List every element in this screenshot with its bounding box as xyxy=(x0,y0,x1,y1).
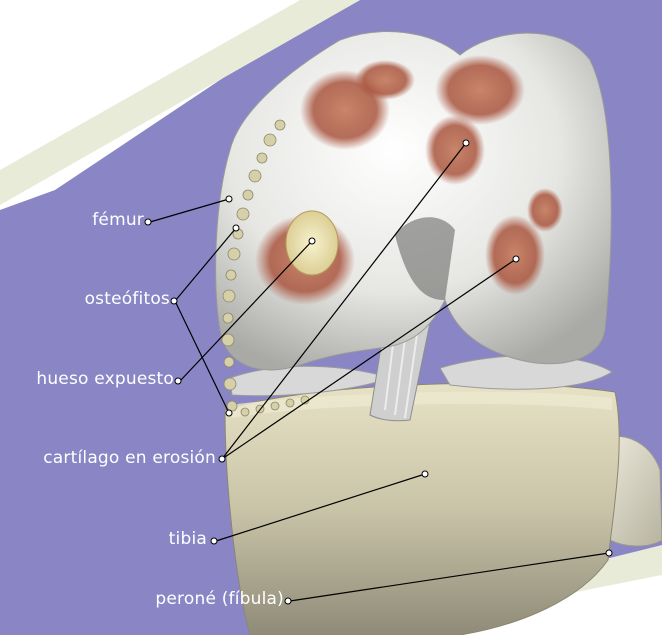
label-exposed-bone: hueso expuesto xyxy=(36,369,174,389)
label-tibia: tibia xyxy=(169,529,207,549)
label-osteophytes: osteófitos xyxy=(85,289,170,309)
label-fibula: peroné (fíbula) xyxy=(155,589,284,609)
tibia-bone xyxy=(225,384,619,635)
label-femur: fémur xyxy=(92,210,144,230)
label-eroding-cartilage: cartílago en erosión xyxy=(43,448,216,468)
